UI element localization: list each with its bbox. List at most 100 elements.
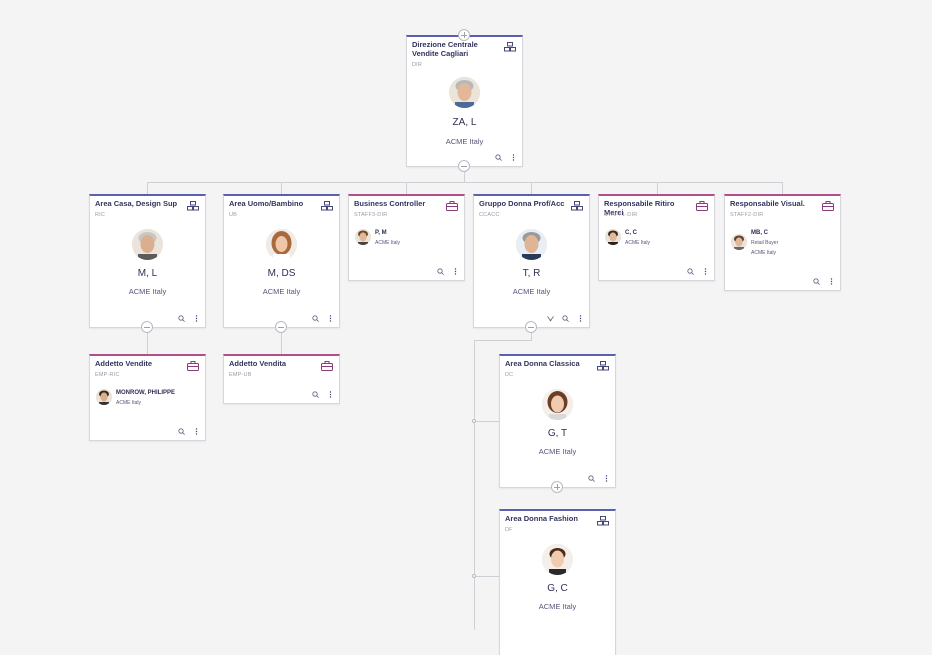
org-card-area-uomo[interactable]: Area Uomo/Bambino UB M, DS ACME Italy — [223, 194, 340, 328]
zoom-icon[interactable] — [495, 154, 502, 161]
avatar — [266, 229, 297, 260]
briefcase-icon — [446, 201, 458, 211]
connector — [281, 333, 282, 354]
more-vertical-icon[interactable] — [327, 391, 334, 398]
zoom-icon[interactable] — [562, 315, 569, 322]
expand-parent-button[interactable] — [458, 29, 470, 41]
person-name: ZA, L — [452, 117, 477, 128]
connector — [464, 166, 465, 182]
zoom-icon[interactable] — [312, 391, 319, 398]
person-name: MONROW, PHILIPPE — [116, 390, 176, 396]
org-structure-icon — [321, 201, 333, 211]
connector — [147, 182, 782, 183]
collapse-children-button[interactable] — [141, 321, 153, 333]
person-name: M, DS — [267, 268, 296, 279]
company-name: ACME Italy — [538, 447, 577, 456]
zoom-icon[interactable] — [437, 268, 444, 275]
connector — [406, 182, 407, 194]
company-name: ACME Italy — [116, 400, 142, 406]
company-name: ACME Italy — [445, 137, 484, 146]
connector — [782, 182, 783, 194]
card-title: Area Donna Fashion — [505, 514, 578, 523]
connector-dot — [472, 574, 476, 578]
person-name: G, T — [547, 428, 568, 439]
card-title: Business Controller — [354, 199, 426, 208]
connector — [147, 333, 148, 354]
more-vertical-icon[interactable] — [193, 428, 200, 435]
zoom-icon[interactable] — [813, 278, 820, 285]
briefcase-icon — [187, 361, 199, 371]
card-code: EMP-RIC — [95, 372, 120, 378]
more-vertical-icon[interactable] — [828, 278, 835, 285]
more-vertical-icon[interactable] — [327, 315, 334, 322]
more-vertical-icon[interactable] — [702, 268, 709, 275]
collapse-children-button[interactable] — [458, 160, 470, 172]
connector — [474, 576, 500, 577]
connector — [474, 340, 475, 630]
company-name: ACME Italy — [538, 602, 577, 611]
connector — [147, 182, 148, 194]
org-card-responsabile-visual[interactable]: Responsabile Visual. STAFF2-DIR MB, C Re… — [724, 194, 841, 291]
card-code: RIC — [95, 212, 106, 218]
org-structure-icon — [597, 361, 609, 371]
connector — [531, 182, 532, 194]
org-card-business-controller[interactable]: Business Controller STAFF3-DIR P, M ACME… — [348, 194, 465, 281]
org-structure-icon — [504, 42, 516, 52]
more-vertical-icon[interactable] — [452, 268, 459, 275]
org-structure-icon — [571, 201, 583, 211]
card-title: Gruppo Donna Prof/Acc — [479, 199, 565, 208]
card-title: Area Casa, Design Sup — [95, 199, 178, 208]
org-card-addetto-vendite[interactable]: Addetto Vendite EMP-RIC MONROW, PHILIPPE… — [89, 354, 206, 441]
avatar — [355, 229, 371, 245]
card-title: Responsabile Visual. — [730, 199, 805, 208]
org-structure-icon — [187, 201, 199, 211]
expand-children-button[interactable] — [551, 481, 563, 493]
card-code: DC — [505, 372, 514, 378]
org-card-gruppo-donna[interactable]: Gruppo Donna Prof/Acc CCACC T, R ACME It… — [473, 194, 590, 328]
collapse-children-button[interactable] — [275, 321, 287, 333]
org-structure-icon — [597, 516, 609, 526]
org-card-root[interactable]: Direzione Centrale Vendite Cagliari DIR … — [406, 35, 523, 167]
zoom-icon[interactable] — [178, 315, 185, 322]
zoom-icon[interactable] — [588, 475, 595, 482]
more-vertical-icon[interactable] — [577, 315, 584, 322]
card-title: Addetto Vendita — [229, 359, 287, 368]
more-vertical-icon[interactable] — [510, 154, 517, 161]
org-card-addetto-vendita[interactable]: Addetto Vendita EMP-UB — [223, 354, 340, 404]
card-title: Responsabile Ritiro Merci — [604, 199, 675, 217]
connector — [657, 182, 658, 194]
card-code: STAFF2-DIR — [730, 212, 764, 218]
person-name: MB, C — [751, 230, 768, 236]
org-card-area-donna-fashion[interactable]: Area Donna Fashion DF G, C ACME Italy — [499, 509, 616, 655]
zoom-icon[interactable] — [312, 315, 319, 322]
more-vertical-icon[interactable] — [193, 315, 200, 322]
person-name: M, L — [137, 268, 158, 279]
avatar — [449, 77, 480, 108]
briefcase-icon — [822, 201, 834, 211]
avatar — [516, 229, 547, 260]
company-name: ACME Italy — [512, 287, 551, 296]
briefcase-icon — [321, 361, 333, 371]
avatar — [542, 544, 573, 575]
collapse-children-button[interactable] — [525, 321, 537, 333]
connector-dot — [472, 419, 476, 423]
more-vertical-icon[interactable] — [603, 475, 610, 482]
connector — [474, 421, 500, 422]
connector — [281, 182, 282, 194]
company-name: ACME Italy — [751, 250, 777, 256]
zoom-icon[interactable] — [178, 428, 185, 435]
avatar — [731, 234, 747, 250]
org-card-area-casa[interactable]: Area Casa, Design Sup RIC M, L ACME Ital… — [89, 194, 206, 328]
person-name: C, C — [625, 230, 637, 236]
org-card-area-donna-classica[interactable]: Area Donna Classica DC G, T ACME Italy — [499, 354, 616, 488]
card-code: DF — [505, 527, 513, 533]
avatar — [605, 229, 621, 245]
connector — [474, 340, 532, 341]
hierarchy-icon[interactable] — [547, 315, 554, 322]
company-name: ACME Italy — [262, 287, 301, 296]
org-card-ritiro-merci[interactable]: Responsabile Ritiro Merci STAFF1-DIR C, … — [598, 194, 715, 281]
avatar — [96, 389, 112, 405]
zoom-icon[interactable] — [687, 268, 694, 275]
company-name: ACME Italy — [128, 287, 167, 296]
